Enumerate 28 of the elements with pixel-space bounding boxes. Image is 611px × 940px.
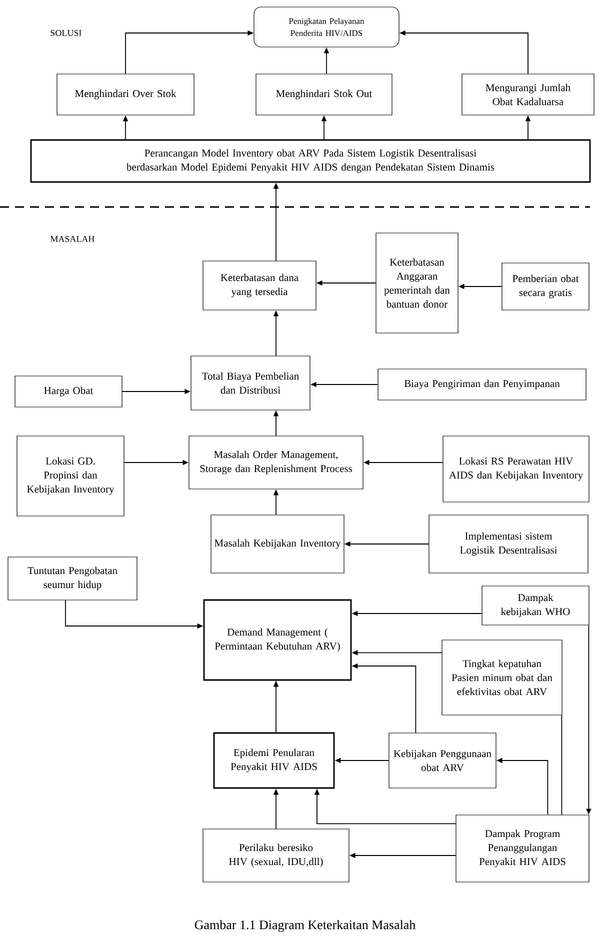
connector-line [561,714,562,816]
process-box: Total Biaya Pembelian dan Distribusi [190,356,310,410]
process-box: Harga Obat [14,376,122,408]
process-box: Dampak kebijakan WHO [482,586,590,626]
process-box: Mengurangi Jumlah Obat Kadaluarsa [462,74,594,116]
process-box: Biaya Pengiriman dan Penyimpanan [378,368,586,400]
process-box: Lokasi RS Perawatan HIV AIDS dan Kebijakan Inventory [442,436,590,502]
caption: Gambar 1.1 Diagram Keterkaitan Masalah [194,920,416,932]
process-box: Keterbatasan dana yang tersedia [202,260,316,310]
process-box: Masalah Order Management, Storage dan Replenishment Process [188,436,364,490]
goal-box: Penigkatan Pelayanan Penderita HIV/AIDS [254,6,400,48]
process-box: Implementasi sistem Logistik Desentralisasi [428,514,588,574]
process-box: Masalah Kebijakan Inventory [210,514,344,574]
process-box: Perilaku beresiko HIV (sexual, IDU,dll) [202,828,350,882]
process-box: Menghindari Over Stok [56,74,194,116]
process-box: Tingkat kepatuhan Pasien minum obat dan efektivitas obat ARV [442,640,562,716]
process-box: Lokasi GD. Propinsi dan Kebijakan Inventory [16,436,124,516]
section-label: SOLUSI [50,30,82,36]
process-box: Keterbatasan Anggaran pemerintah dan bantuan donor [376,232,458,334]
process-box: Tuntutan Pengobatan seumur hidup [8,556,138,600]
process-box: Pemberian obat secara gratis [502,262,590,310]
process-box: Kebijakan Penggunaan obat ARV [388,732,496,788]
process-box: Menghindari Stok Out [256,74,392,116]
process-box: Dampak Program Penanggulangan Penyakit HIV AIDS [456,814,590,882]
process-box: Demand Management ( Permintaan Kebutuhan ARV) [203,599,352,681]
process-box: Perancangan Model Inventory obat ARV Pada Sistem Logistik Desentralisasi berdasarkan Model Epidemi Penyakit HIV AIDS dengan Pendekatan Sistem Dinamis [30,139,591,183]
section-label: MASALAH [50,236,94,242]
process-box: Epidemi Penularan Penyakit HIV AIDS [213,732,335,789]
